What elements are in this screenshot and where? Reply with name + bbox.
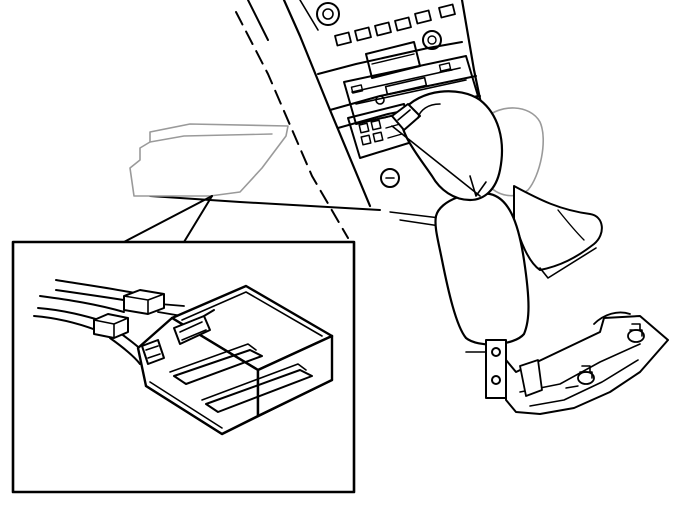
control-module-ghost-outline <box>129 123 289 197</box>
center-console-dashboard <box>149 0 486 239</box>
detail-callout-inset <box>11 240 356 494</box>
callout-leader <box>123 195 213 243</box>
lever-mounting-bracket <box>505 311 669 415</box>
gear-selector-lever <box>391 90 603 399</box>
control-module <box>136 284 334 436</box>
